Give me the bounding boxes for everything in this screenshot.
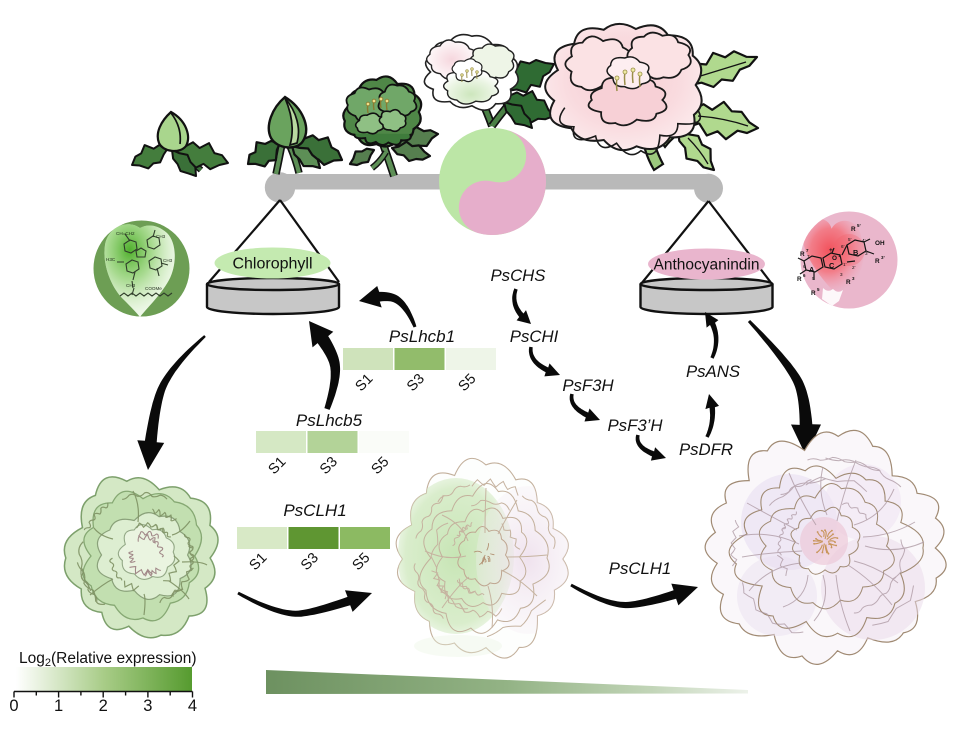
svg-text:CH3: CH3	[156, 234, 166, 239]
svg-text:6: 6	[803, 264, 806, 269]
svg-text:3’: 3’	[881, 255, 885, 260]
svg-text:COOMe: COOMe	[145, 286, 162, 291]
svg-text:R: R	[875, 258, 880, 265]
svg-text:PsF3H: PsF3H	[562, 376, 614, 395]
svg-text:1: 1	[838, 253, 841, 258]
svg-text:R: R	[846, 279, 851, 286]
svg-text:CH=CH2: CH=CH2	[116, 231, 135, 236]
svg-text:7: 7	[807, 254, 810, 259]
svg-text:PsLhcb1: PsLhcb1	[389, 327, 455, 346]
svg-text:5’: 5’	[857, 223, 861, 228]
svg-text:7: 7	[806, 248, 809, 253]
svg-text:R: R	[800, 251, 805, 258]
svg-text:3: 3	[852, 276, 855, 281]
svg-text:PsDFR: PsDFR	[679, 440, 733, 459]
svg-text:2: 2	[99, 697, 108, 715]
svg-text:3: 3	[840, 272, 843, 277]
svg-text:1: 1	[54, 697, 63, 715]
svg-text:Log2(Relative expression): Log2(Relative expression)	[19, 650, 197, 669]
svg-text:R: R	[851, 226, 856, 233]
svg-text:CH3: CH3	[163, 258, 173, 263]
svg-text:4’: 4’	[862, 238, 866, 243]
svg-text:1’: 1’	[843, 262, 847, 267]
svg-text:Anthocyanindin: Anthocyanindin	[654, 257, 760, 274]
svg-text:CH3: CH3	[126, 283, 136, 288]
svg-text:H3C: H3C	[106, 257, 116, 262]
svg-text:A: A	[809, 265, 815, 274]
svg-text:0: 0	[9, 697, 18, 715]
svg-text:B: B	[853, 248, 858, 257]
svg-text:Chlorophyll: Chlorophyll	[232, 256, 312, 273]
svg-text:6’: 6’	[841, 244, 845, 249]
svg-text:5: 5	[812, 276, 815, 281]
svg-text:PsCHI: PsCHI	[510, 327, 559, 346]
svg-text:PsCLH1: PsCLH1	[283, 501, 346, 520]
svg-text:6: 6	[803, 273, 806, 278]
svg-text:O: O	[832, 255, 837, 262]
svg-text:2’: 2’	[852, 265, 856, 270]
svg-text:PsCLH1: PsCLH1	[609, 559, 672, 578]
svg-text:5: 5	[817, 287, 820, 292]
svg-text:3: 3	[143, 697, 152, 715]
svg-text:C: C	[829, 261, 835, 270]
svg-text:PsCHS: PsCHS	[490, 266, 546, 285]
svg-text:3’: 3’	[865, 251, 869, 256]
svg-text:R: R	[811, 290, 816, 297]
svg-text:OH: OH	[875, 240, 885, 247]
svg-text:PsF3’H: PsF3’H	[607, 416, 663, 435]
svg-text:R: R	[797, 276, 802, 283]
svg-text:5’: 5’	[848, 237, 852, 242]
svg-text:PsANS: PsANS	[686, 362, 741, 381]
svg-text:+: +	[829, 247, 833, 254]
svg-text:4: 4	[188, 697, 197, 715]
svg-text:PsLhcb5: PsLhcb5	[296, 411, 363, 430]
